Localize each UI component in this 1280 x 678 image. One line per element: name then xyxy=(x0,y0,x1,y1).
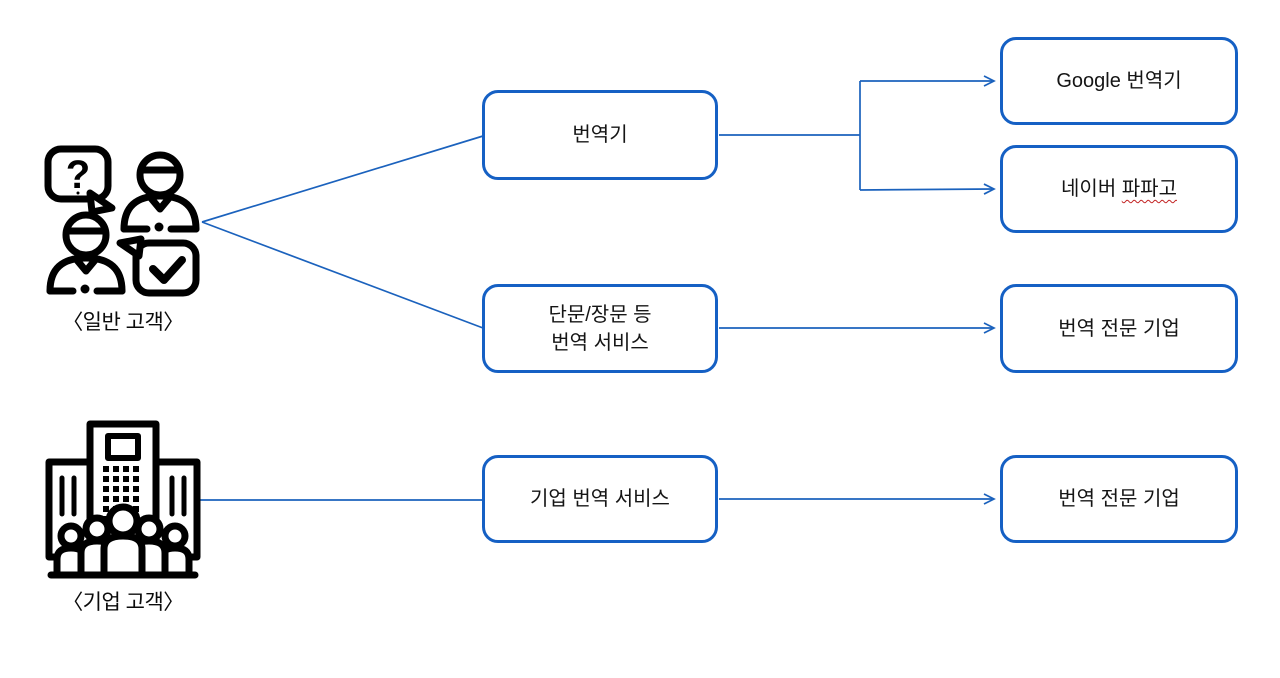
person-top-icon xyxy=(120,151,200,233)
customers-chat-icon: ? xyxy=(44,145,200,297)
box-translation-company-bottom-label: 번역 전문 기업 xyxy=(1058,488,1180,510)
box-naver-papago: 네이버 파파고 xyxy=(1000,145,1238,233)
general-customer-label: 〈일반 고객〉 xyxy=(62,311,184,334)
crowd-icon xyxy=(47,503,199,579)
box-short-long-translation-service: 단문/장문 등 번역 서비스 xyxy=(482,284,718,373)
company-building-icon xyxy=(45,420,201,579)
connector-branch-to-papago xyxy=(859,183,996,195)
box-naver-papago-label: 네이버 파파고 xyxy=(1061,175,1177,203)
connector-general-to-translation-service xyxy=(201,221,484,329)
connector-general-to-translator xyxy=(201,135,484,223)
box-translator-label: 번역기 xyxy=(572,124,628,146)
papago-misspelled-text: 파파고 xyxy=(1121,178,1177,200)
corporate-customer-label: 〈기업 고객〉 xyxy=(62,591,184,614)
box-google-translator: Google 번역기 xyxy=(1000,37,1238,125)
check-bubble-icon xyxy=(116,235,200,297)
box-translator: 번역기 xyxy=(482,90,718,180)
person-bottom-icon xyxy=(46,211,126,295)
naver-text: 네이버 xyxy=(1061,178,1122,200)
box-corporate-translation-label: 기업 번역 서비스 xyxy=(530,488,670,510)
box-translation-company-top: 번역 전문 기업 xyxy=(1000,284,1238,373)
box-google-translator-label: Google 번역기 xyxy=(1056,70,1182,92)
connector-translator-branch xyxy=(719,81,861,190)
question-mark-glyph: ? xyxy=(66,153,90,197)
box-short-long-line2: 번역 서비스 xyxy=(551,331,649,354)
box-corporate-translation-service: 기업 번역 서비스 xyxy=(482,455,718,543)
question-bubble-icon: ? xyxy=(44,145,116,216)
box-short-long-line1: 단문/장문 등 xyxy=(548,303,652,326)
box-translation-company-top-label: 번역 전문 기업 xyxy=(1058,317,1180,340)
check-mark-glyph xyxy=(149,256,186,284)
box-translation-company-bottom: 번역 전문 기업 xyxy=(1000,455,1238,543)
